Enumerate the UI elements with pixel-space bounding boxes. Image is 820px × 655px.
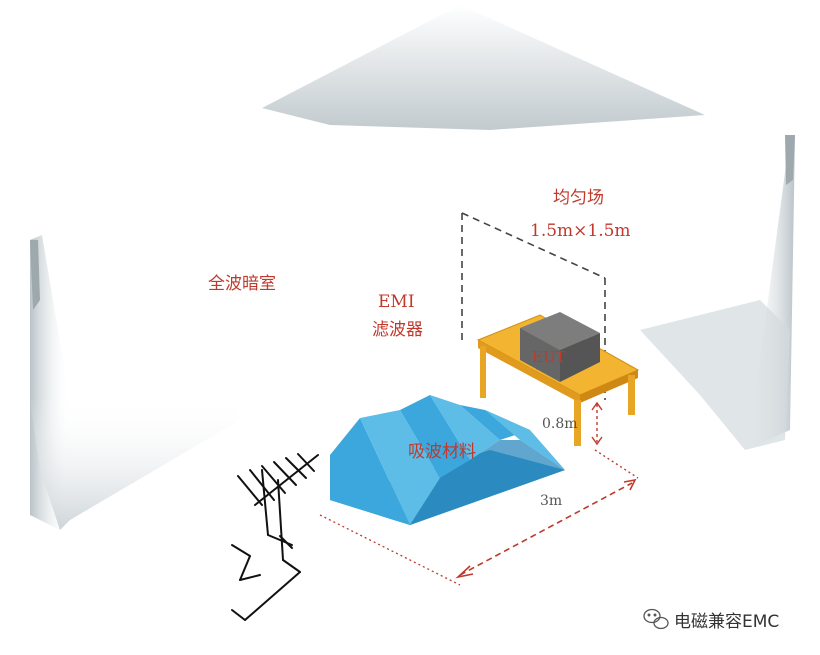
distance-dimension [319,449,639,586]
antenna-icon [231,453,319,621]
absorber-label: 吸波材料 [408,442,476,462]
absorber-wedge [330,418,410,525]
table-leg [628,375,635,415]
chamber-label: 全波暗室 [208,274,276,294]
wechat-icon [643,608,669,630]
emi-filter-label-line1: EMI [378,292,415,312]
absorber-wedge [360,410,440,525]
absorber-wedge [485,410,565,470]
ceiling-panel [262,5,705,130]
table-front-edge [478,340,580,403]
distance-label: 3m [540,493,562,509]
emi-filter-label-line2: 滤波器 [372,320,423,340]
table-side-edge [580,370,638,403]
absorber-wedge [410,440,565,525]
absorber-wedge [430,395,500,460]
eut-box [520,312,600,382]
table-height-label: 0.8m [542,416,578,432]
right-wall-corner [785,135,795,185]
left-wall-corner [30,240,40,310]
table-leg [574,400,581,446]
uniform-field-title: 均匀场 [553,188,604,208]
table-leg [480,346,486,398]
eut-label: EUT [532,348,566,366]
height-dimension [591,401,603,446]
watermark: 电磁兼容EMC [643,608,779,632]
absorber-material [330,395,565,525]
chamber-room [30,5,795,530]
right-floor-shadow [640,300,790,450]
uniform-field-size: 1.5m×1.5m [530,221,631,241]
absorber-wedge [400,395,470,478]
watermark-text: 电磁兼容EMC [674,612,779,632]
left-floor-shadow [30,395,240,530]
